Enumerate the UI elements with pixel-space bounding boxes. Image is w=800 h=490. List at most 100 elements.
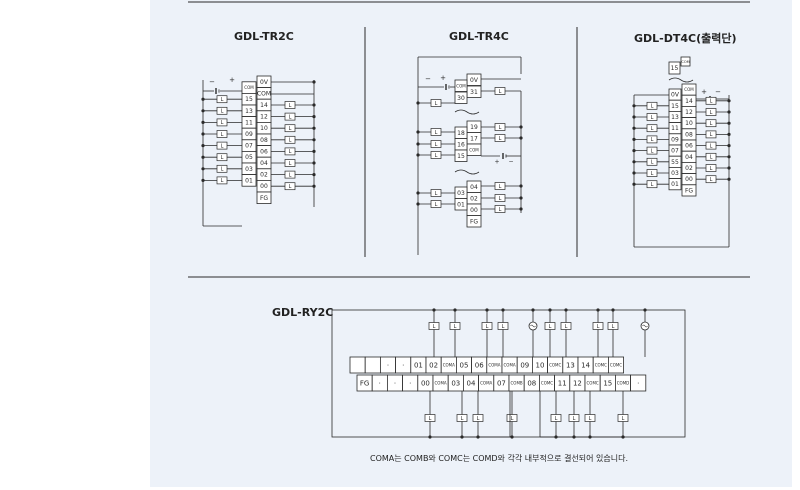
junction-dot	[632, 137, 636, 141]
load-box	[617, 414, 629, 422]
load-box	[494, 194, 506, 202]
load-box	[494, 182, 506, 190]
ry2c-top-terminal	[349, 356, 366, 374]
load-box	[705, 164, 717, 172]
load-box	[216, 118, 228, 127]
terminal-label: 03	[457, 190, 465, 197]
junction-dot	[564, 308, 568, 312]
terminal-label: 07	[497, 380, 506, 388]
load-label: L	[710, 99, 713, 105]
load-label: L	[435, 142, 438, 148]
load-label: L	[289, 103, 292, 109]
load-box	[284, 159, 296, 167]
load-label: L	[289, 126, 292, 132]
junction-dot	[312, 115, 316, 119]
load-box	[430, 128, 442, 136]
terminal-label: COMA	[435, 381, 447, 386]
terminal-label: 00	[260, 183, 268, 190]
terminal-label: ·	[394, 380, 396, 388]
ry2c-title: GDL-RY2C	[272, 306, 334, 319]
junction-dot	[201, 178, 205, 182]
terminal-label: COMA	[504, 363, 516, 368]
polarity-sign: −	[715, 88, 721, 96]
junction-dot	[727, 166, 731, 170]
terminal-label: 05	[460, 362, 469, 370]
load-box	[646, 157, 658, 166]
terminal-label: 11	[245, 119, 253, 126]
terminal-label: ·	[387, 362, 389, 370]
load-box	[284, 112, 296, 121]
polarity-sign: +	[440, 74, 446, 82]
terminal-label: 31	[470, 89, 478, 96]
load-box	[216, 106, 228, 115]
junction-dot	[201, 144, 205, 148]
terminal-label: 00	[685, 176, 693, 183]
junction-dot	[312, 126, 316, 130]
load-label: L	[710, 143, 713, 149]
load-label: L	[651, 148, 654, 154]
junction-dot	[312, 149, 316, 153]
terminal-label: 05	[245, 154, 253, 161]
load-label: L	[499, 125, 502, 131]
load-box	[216, 176, 228, 185]
load-box	[497, 322, 509, 330]
terminal-label: FG	[260, 195, 268, 202]
junction-dot	[548, 308, 552, 312]
terminal-label: 17	[470, 135, 478, 142]
load-label: L	[221, 167, 224, 173]
junction-dot	[727, 132, 731, 136]
junction-dot	[312, 161, 316, 165]
terminal-label: COM	[681, 60, 689, 64]
load-box	[284, 101, 296, 109]
terminal-label: 15	[671, 65, 679, 72]
junction-dot	[501, 308, 505, 312]
junction-dot	[510, 435, 514, 439]
junction-dot	[416, 153, 420, 157]
terminal-label: 14	[685, 98, 693, 105]
terminal-label: COM	[257, 90, 271, 97]
load-box	[284, 170, 296, 179]
junction-dot	[519, 184, 523, 188]
terminal-label: COMC	[587, 381, 599, 386]
break-mark	[454, 109, 480, 115]
junction-dot	[643, 308, 647, 312]
terminal-label: 06	[475, 362, 484, 370]
load-label: L	[651, 160, 654, 166]
load-label: L	[289, 161, 292, 167]
terminal-label: 01	[245, 177, 253, 184]
junction-dot	[632, 182, 636, 186]
terminal-label: 06	[685, 143, 693, 150]
load-box	[646, 113, 658, 121]
load-label: L	[433, 324, 436, 330]
load-box	[592, 322, 604, 330]
load-box	[284, 182, 296, 191]
load-box	[550, 414, 562, 422]
terminal-label: 19	[470, 124, 478, 131]
terminal-label: COMA	[480, 381, 492, 386]
junction-dot	[727, 99, 731, 103]
load-label: L	[622, 416, 625, 422]
load-box	[705, 130, 717, 139]
load-box	[216, 130, 228, 138]
junction-dot	[312, 173, 316, 177]
terminal-label: 01	[457, 201, 465, 208]
polarity-sign: −	[209, 78, 215, 86]
terminal-label: 08	[685, 131, 693, 138]
load-box	[472, 414, 484, 422]
terminal-label: 12	[685, 109, 693, 116]
terminal-label: 18	[457, 130, 465, 137]
load-box	[456, 414, 468, 422]
ry2c-bottom-terminal	[630, 374, 647, 392]
terminal-label: COMB	[511, 381, 523, 386]
load-label: L	[651, 137, 654, 143]
terminal-label: COMD	[617, 381, 629, 386]
junction-dot	[727, 177, 731, 181]
load-label: L	[454, 324, 457, 330]
load-box	[449, 322, 461, 330]
load-label: L	[549, 324, 552, 330]
terminal-label: ·	[637, 380, 639, 388]
terminal-label: FG	[360, 380, 369, 388]
polarity-sign: +	[229, 76, 235, 84]
terminal-label: 11	[671, 125, 679, 132]
terminal-label: 10	[260, 125, 268, 132]
